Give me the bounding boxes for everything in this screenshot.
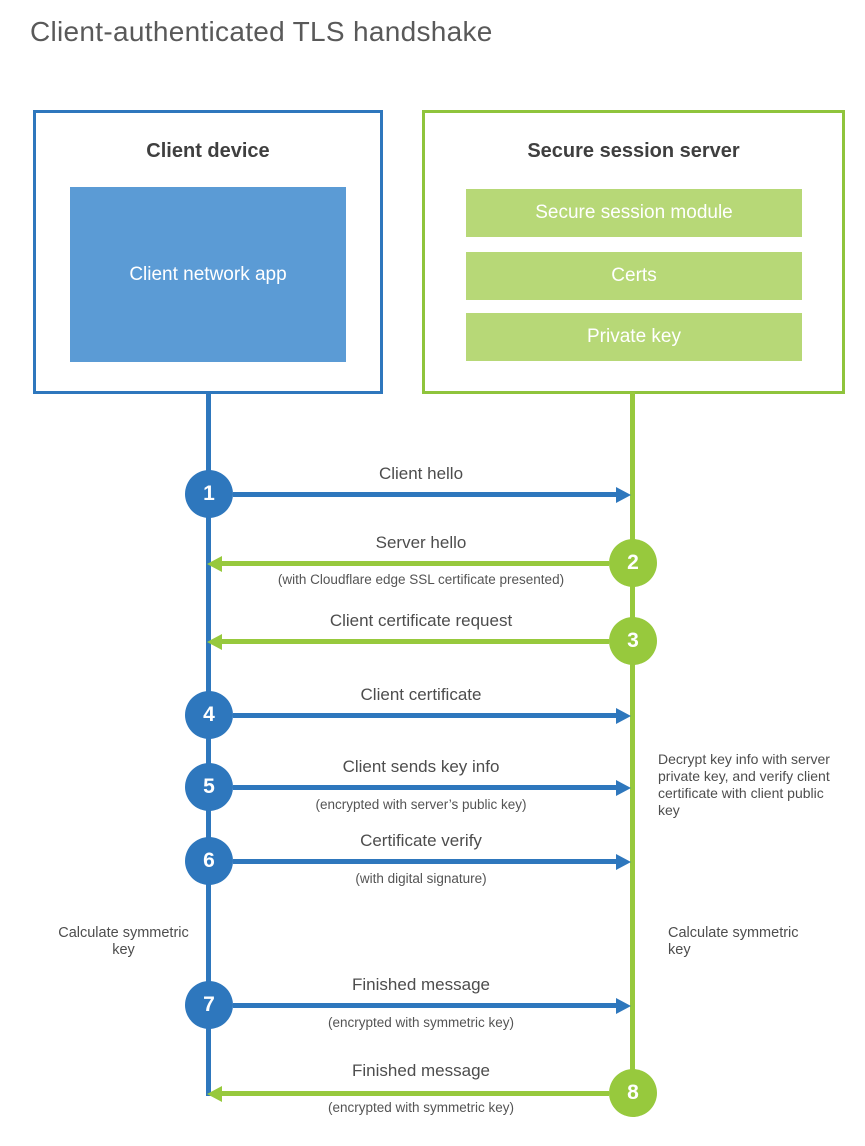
step-4-label: Client certificate [360, 685, 482, 704]
client-network-app-label: Client network app [129, 263, 287, 285]
step-6-circle: 6 [185, 837, 233, 885]
step-3-label: Client certificate request [329, 611, 513, 630]
client-device-box: Client device Client network app [33, 110, 383, 394]
client-network-app-box: Client network app [70, 187, 346, 362]
step-1-circle: 1 [185, 470, 233, 518]
step-6-sublabel: (with digital signature) [355, 871, 487, 886]
step-3-arrow-left [207, 633, 609, 650]
certs-bar: Certs [466, 252, 802, 300]
secure-session-module-bar: Secure session module [466, 189, 802, 237]
calculate-symmetric-key-server: Calculate symmetric key [668, 925, 799, 959]
step-8-circle: 8 [609, 1069, 657, 1117]
private-key-bar: Private key [466, 313, 802, 361]
step-8-label: Finished message [352, 1061, 490, 1080]
step-7-arrow-right [233, 997, 631, 1014]
step-7-circle: 7 [185, 981, 233, 1029]
server-lifeline [630, 392, 635, 1093]
step-4-circle: 4 [185, 691, 233, 739]
step-1-arrow-right [233, 486, 631, 503]
step-6-label: Certificate verify [360, 831, 482, 850]
step-2-sublabel: (with Cloudflare edge SSL certificate pr… [277, 572, 565, 587]
step-3-circle: 3 [609, 617, 657, 665]
step-2-arrow-left [207, 555, 609, 572]
step-7-sublabel: (encrypted with symmetric key) [327, 1015, 515, 1030]
step-1-label: Client hello [378, 464, 464, 483]
client-lifeline [206, 392, 211, 1096]
step-4-arrow-right [233, 707, 631, 724]
step-8-sublabel: (encrypted with symmetric key) [327, 1100, 515, 1115]
calculate-symmetric-key-client: Calculate symmetric key [58, 925, 189, 959]
secure-session-server-title: Secure session server [527, 140, 740, 162]
step-2-circle: 2 [609, 539, 657, 587]
step-5-circle: 5 [185, 763, 233, 811]
page-title: Client-authenticated TLS handshake [30, 16, 493, 47]
secure-session-server-box: Secure session server Secure session mod… [422, 110, 845, 394]
decrypt-key-info-note: Decrypt key info with server private key… [658, 751, 830, 819]
step-5-label: Client sends key info [342, 757, 500, 776]
step-2-label: Server hello [375, 533, 467, 552]
step-8-arrow-left [207, 1085, 609, 1102]
step-5-arrow-right [233, 779, 631, 796]
client-device-title: Client device [146, 140, 270, 162]
step-6-arrow-right [233, 853, 631, 870]
step-5-sublabel: (encrypted with server’s public key) [315, 797, 527, 812]
step-7-label: Finished message [352, 975, 490, 994]
